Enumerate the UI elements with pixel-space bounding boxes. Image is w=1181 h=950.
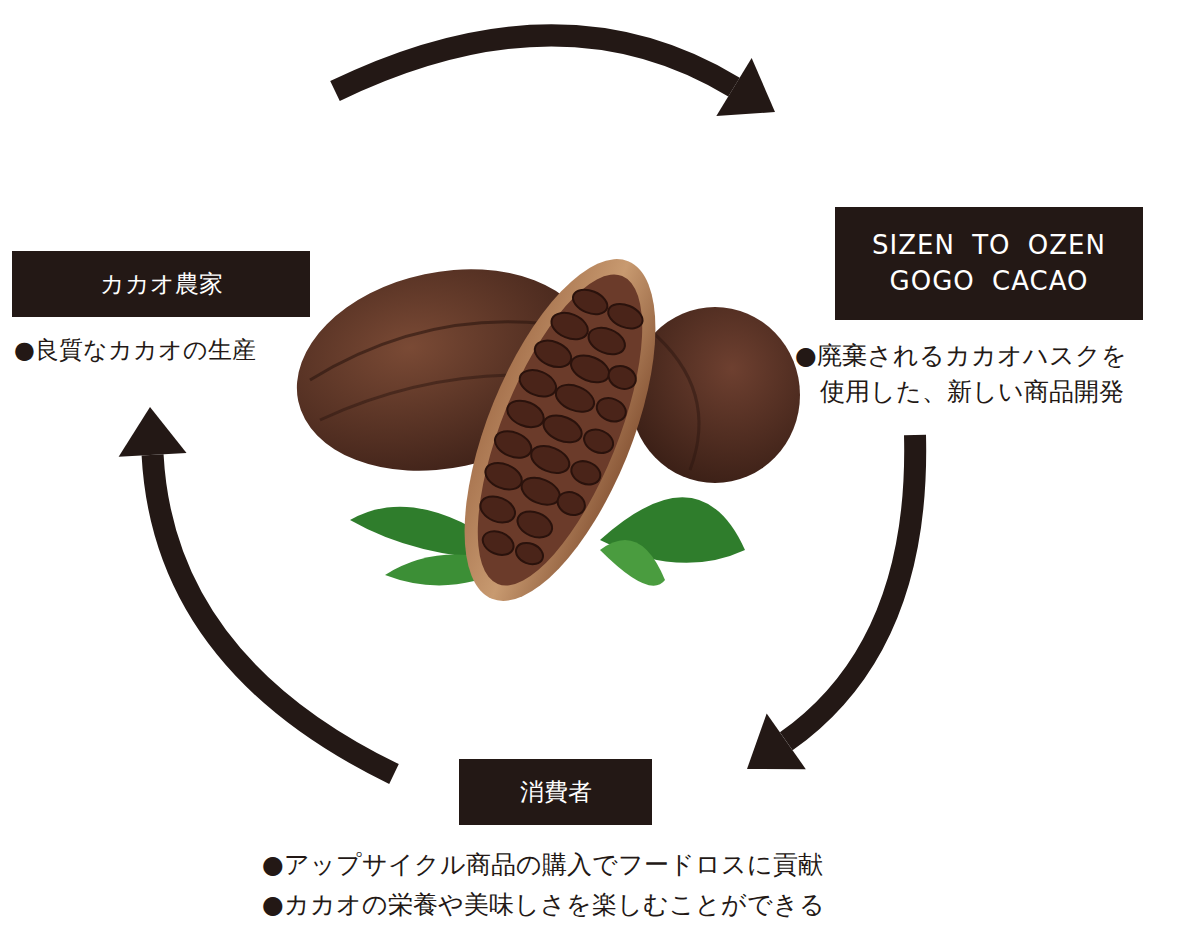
arrow-head [747, 714, 806, 770]
cycle-node: カカオ農家 ●良質なカカオの生産 [12, 251, 310, 368]
open-pod [425, 234, 695, 625]
cycle-arrow [747, 435, 915, 769]
closed-pods [278, 243, 800, 497]
cycle-arrow [335, 35, 775, 116]
node-heading-box: カカオ農家 [12, 251, 310, 317]
node-heading-box: SIZEN TO OZEN GOGO CACAO [835, 207, 1143, 320]
node-description: ●廃棄されるカカオハスクを使用した、新しい商品開発 [795, 338, 1146, 411]
arrow-shaft [786, 435, 915, 741]
cycle-arrow [119, 407, 394, 774]
node-description: ●アップサイクル商品の購入でフードロスに貢献 [262, 847, 922, 883]
cycle-node: SIZEN TO OZEN GOGO CACAO ●廃棄されるカカオハスクを使用し… [795, 207, 1181, 411]
node-description: ●カカオの栄養や美味しさを楽しむことができる [262, 887, 922, 923]
cycle-node: 消費者 ●アップサイクル商品の購入でフードロスに貢献 ●カカオの栄養や美味しさを楽し… [262, 759, 922, 924]
arrow-head [716, 58, 775, 116]
node-description: ●良質なカカオの生産 [14, 333, 310, 368]
arrow-head [119, 407, 187, 457]
arrow-shaft [153, 455, 394, 774]
node-heading-box: 消費者 [459, 759, 652, 825]
arrow-shaft [335, 35, 734, 91]
